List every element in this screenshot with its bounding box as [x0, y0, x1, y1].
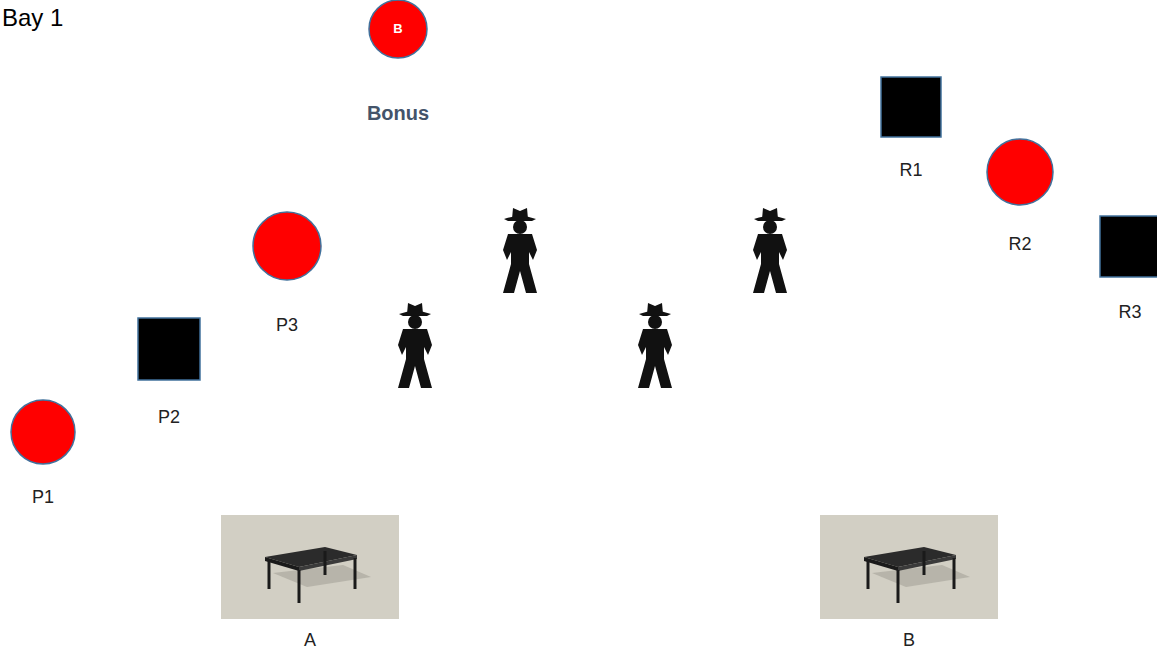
cowboy-silhouette: [398, 303, 432, 388]
circle-marker: P3: [252, 211, 322, 336]
shape-holder: [137, 317, 201, 381]
circle-marker: R2: [986, 138, 1054, 255]
red-circle: [11, 400, 75, 464]
cowboy-silhouette: [753, 208, 787, 293]
red-circle: [369, 0, 427, 58]
red-circle: [987, 139, 1053, 205]
cowboy-silhouette: [503, 208, 537, 293]
table-picture: [221, 515, 399, 619]
black-square: [138, 318, 200, 380]
shape-holder: [880, 76, 942, 138]
bonus-label: Bonus: [367, 101, 429, 125]
square-marker: R1: [880, 76, 942, 181]
marker-letter: B: [393, 21, 402, 37]
position-label: B: [903, 629, 915, 651]
shape-holder: [10, 399, 76, 465]
square-marker: R3: [1099, 215, 1157, 323]
shape-outline: [221, 515, 399, 619]
shape-outline: [880, 76, 942, 138]
position-label: A: [304, 629, 316, 651]
position-label: P3: [276, 314, 298, 336]
position-label: P1: [32, 486, 54, 508]
shape-outline: [10, 399, 76, 465]
table-picture: [820, 515, 998, 619]
position-label: R1: [899, 159, 922, 181]
red-circle: [253, 212, 321, 280]
position-label: P2: [158, 406, 180, 428]
shape-holder: [1099, 215, 1157, 278]
shape-outline: [137, 317, 201, 381]
black-square: [881, 77, 941, 137]
square-marker: P2: [137, 317, 201, 428]
shape-holder: B: [368, 0, 428, 59]
circle-marker: P1: [10, 399, 76, 508]
shape-outline: [820, 515, 998, 619]
position-label: R2: [1008, 233, 1031, 255]
shape-outline: [986, 138, 1054, 206]
shape-holder: [820, 515, 998, 619]
shape-holder: [221, 515, 399, 619]
circle-marker: B Bonus: [363, 0, 433, 125]
shape-holder: [252, 211, 322, 281]
black-square: [1100, 216, 1157, 277]
shape-outline: [1099, 215, 1157, 278]
cowboy-silhouette: [638, 303, 672, 388]
table-station: B: [820, 515, 998, 651]
position-label: R3: [1118, 301, 1141, 323]
table-station: A: [221, 515, 399, 651]
diagram-title: Bay 1: [2, 4, 63, 32]
shape-holder: [986, 138, 1054, 206]
shape-outline: [252, 211, 322, 281]
